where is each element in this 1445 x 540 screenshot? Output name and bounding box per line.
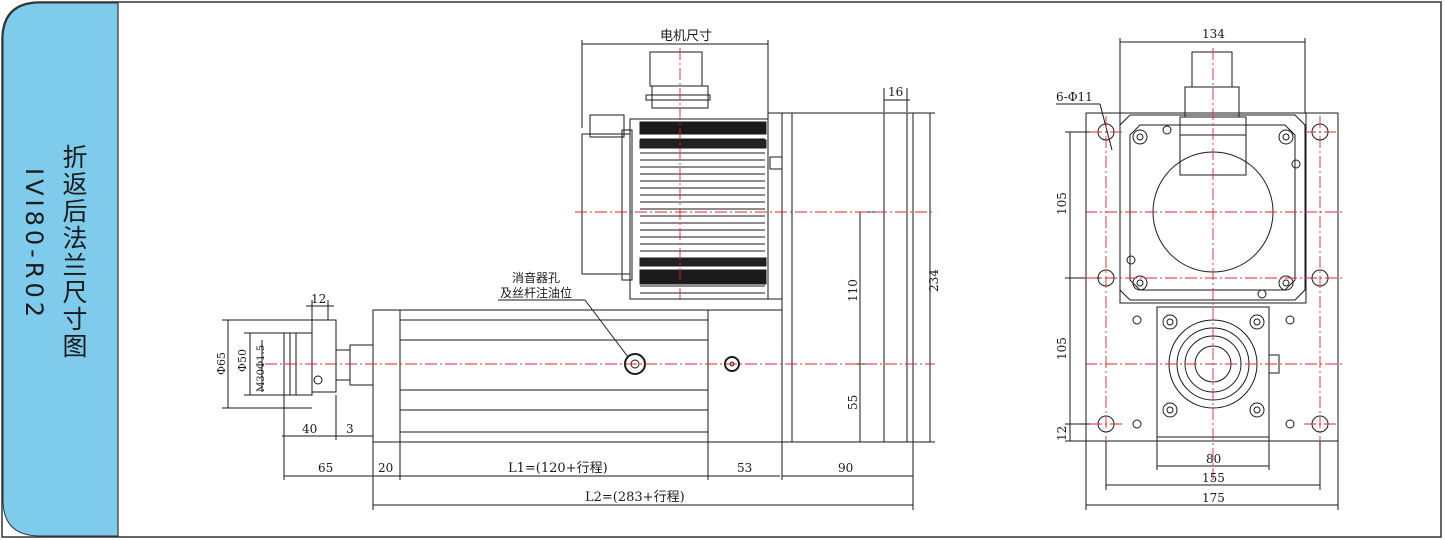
end-view-geometry bbox=[1056, 38, 1339, 510]
dim-110: 110 bbox=[846, 279, 860, 302]
dim-105-upper: 105 bbox=[1055, 192, 1069, 215]
drawing-title: 折返后法兰尺寸图 bbox=[59, 144, 88, 360]
dim-155: 155 bbox=[1202, 471, 1225, 485]
muffler-label-line2: 及丝杆注油位 bbox=[500, 285, 572, 300]
side-view-centerlines bbox=[265, 48, 935, 365]
dim-12-end: 12 bbox=[1055, 426, 1069, 441]
dim-105-lower: 105 bbox=[1055, 337, 1069, 360]
end-view-centerlines bbox=[1085, 48, 1345, 480]
dim-m30: M30Φ1.5 bbox=[256, 345, 267, 392]
dim-55: 55 bbox=[846, 395, 860, 410]
motor-size-label: 电机尺寸 bbox=[660, 29, 712, 44]
dim-20: 20 bbox=[378, 461, 393, 475]
muffler-label-line1: 消音器孔 bbox=[512, 270, 560, 285]
dim-175: 175 bbox=[1202, 491, 1225, 505]
dim-3: 3 bbox=[346, 422, 354, 436]
model-number: IVI80-R02 bbox=[20, 168, 48, 321]
dim-40: 40 bbox=[302, 422, 317, 436]
dim-90: 90 bbox=[838, 461, 853, 475]
dim-134: 134 bbox=[1202, 27, 1225, 41]
dim-80: 80 bbox=[1206, 452, 1221, 466]
dim-phi50: Φ50 bbox=[236, 349, 249, 372]
dim-12-top: 12 bbox=[311, 292, 326, 306]
dim-16: 16 bbox=[888, 85, 903, 99]
dim-l1: L1=(120+行程) bbox=[508, 461, 608, 476]
dim-6-phi11: 6-Φ11 bbox=[1056, 90, 1093, 104]
dim-phi65: Φ65 bbox=[215, 352, 228, 375]
dim-65: 65 bbox=[318, 461, 333, 475]
dim-234: 234 bbox=[927, 269, 941, 292]
dim-l2: L2=(283+行程) bbox=[585, 490, 685, 505]
dim-53: 53 bbox=[737, 461, 752, 475]
